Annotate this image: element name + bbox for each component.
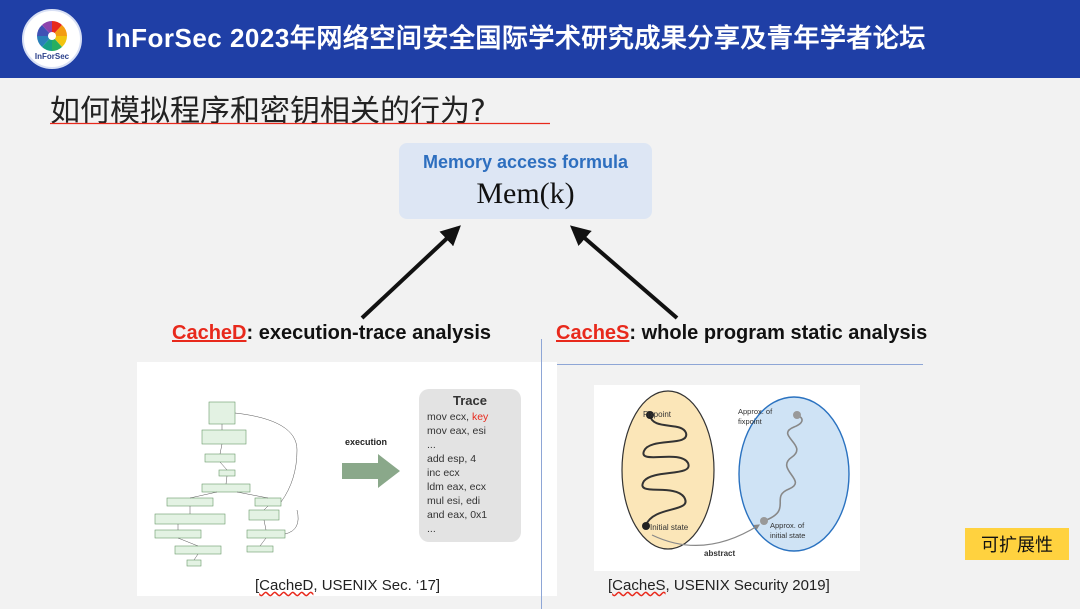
caches-caption: [CacheS, USENIX Security 2019] (608, 577, 830, 594)
caption-bracket: [ (608, 577, 613, 594)
trace-line: add esp, 4 (427, 452, 513, 466)
trace-instruction: ldm eax, ecx (427, 481, 486, 493)
trace-line: ... (427, 438, 513, 452)
control-flow-graph (154, 401, 299, 567)
trace-instruction: mov ecx, (427, 411, 472, 423)
approx-initial-label-1: Approx. of (770, 521, 805, 530)
approx-fixpoint-label-2: fixpoint (738, 417, 763, 426)
slide-header: InForSec InForSec 2023年网络空间安全国际学术研究成果分享及… (0, 0, 1080, 78)
question-underline (50, 122, 550, 125)
trace-instruction: inc ecx (427, 467, 460, 479)
trace-key-highlight: key (471, 411, 489, 423)
caption-caches: CacheS (612, 577, 666, 594)
cached-desc: : execution-trace analysis (246, 322, 492, 344)
vertical-divider (541, 339, 542, 609)
abstract-trajectory (763, 414, 803, 522)
cached-method-label: CacheD: execution-trace analysis (172, 322, 491, 345)
trace-instruction: add esp, 4 (427, 453, 477, 465)
trace-line: ... (427, 522, 513, 536)
abstract-ellipse (738, 396, 850, 552)
trace-line: and eax, 0x1 (427, 508, 513, 522)
caches-method-label: CacheS: whole program static analysis (556, 322, 927, 345)
trace-line: inc ecx (427, 466, 513, 480)
formula-box: Memory access formula Mem(k) (399, 143, 652, 219)
approx-initial-label-2: initial state (770, 531, 805, 540)
trace-line: mov ecx, key (427, 410, 513, 424)
cached-name: CacheD (172, 322, 247, 344)
trace-instruction: mul esi, edi (427, 495, 481, 507)
caches-figure: Fixpoint Initial state Approx. of fixpoi… (594, 385, 860, 571)
cached-caption: [CacheD, USENIX Sec. ‘17] (255, 577, 440, 594)
initial-state-label: Initial state (650, 523, 689, 532)
formula-label: Memory access formula (422, 152, 629, 172)
abstract-label: abstract (704, 549, 735, 558)
inforsec-logo: InForSec (22, 9, 82, 69)
execution-label: execution (345, 437, 388, 447)
caption-venue: , USENIX Sec. ‘17] (313, 577, 441, 594)
execution-arrow-icon (342, 454, 400, 488)
abstract-interpretation-diagram: Fixpoint Initial state Approx. of fixpoi… (621, 390, 850, 558)
approx-fixpoint-label-1: Approx. of (738, 407, 773, 416)
trace-instruction: and eax, 0x1 (427, 509, 488, 521)
trace-instruction: ... (427, 523, 436, 535)
caption-cached: CacheD (259, 577, 314, 594)
caches-desc: : whole program static analysis (629, 322, 928, 344)
trace-title: Trace (453, 393, 487, 408)
trace-instruction: mov eax, esi (427, 425, 486, 437)
pinwheel-icon (37, 20, 67, 51)
trace-instruction: ... (427, 439, 436, 451)
trace-line: mov eax, esi (427, 424, 513, 438)
caption-bracket: [ (255, 577, 260, 594)
caches-name: CacheS (556, 322, 630, 344)
caption-venue: , USENIX Security 2019] (665, 577, 830, 594)
page-title: InForSec 2023年网络空间安全国际学术研究成果分享及青年学者论坛 (107, 23, 926, 53)
abstract-arrow (651, 524, 761, 546)
logo-text: InForSec (34, 51, 70, 61)
scalability-badge: 可扩展性 (965, 528, 1069, 560)
trace-line: ldm eax, ecx (427, 480, 513, 494)
left-arrow (360, 225, 461, 320)
fixpoint-label: Fixpoint (643, 410, 672, 419)
concrete-trajectory (641, 414, 690, 526)
right-arrow (569, 225, 679, 320)
trace-line: mul esi, edi (427, 494, 513, 508)
concrete-ellipse (621, 390, 715, 550)
formula-expression: Mem(k) (476, 177, 575, 210)
